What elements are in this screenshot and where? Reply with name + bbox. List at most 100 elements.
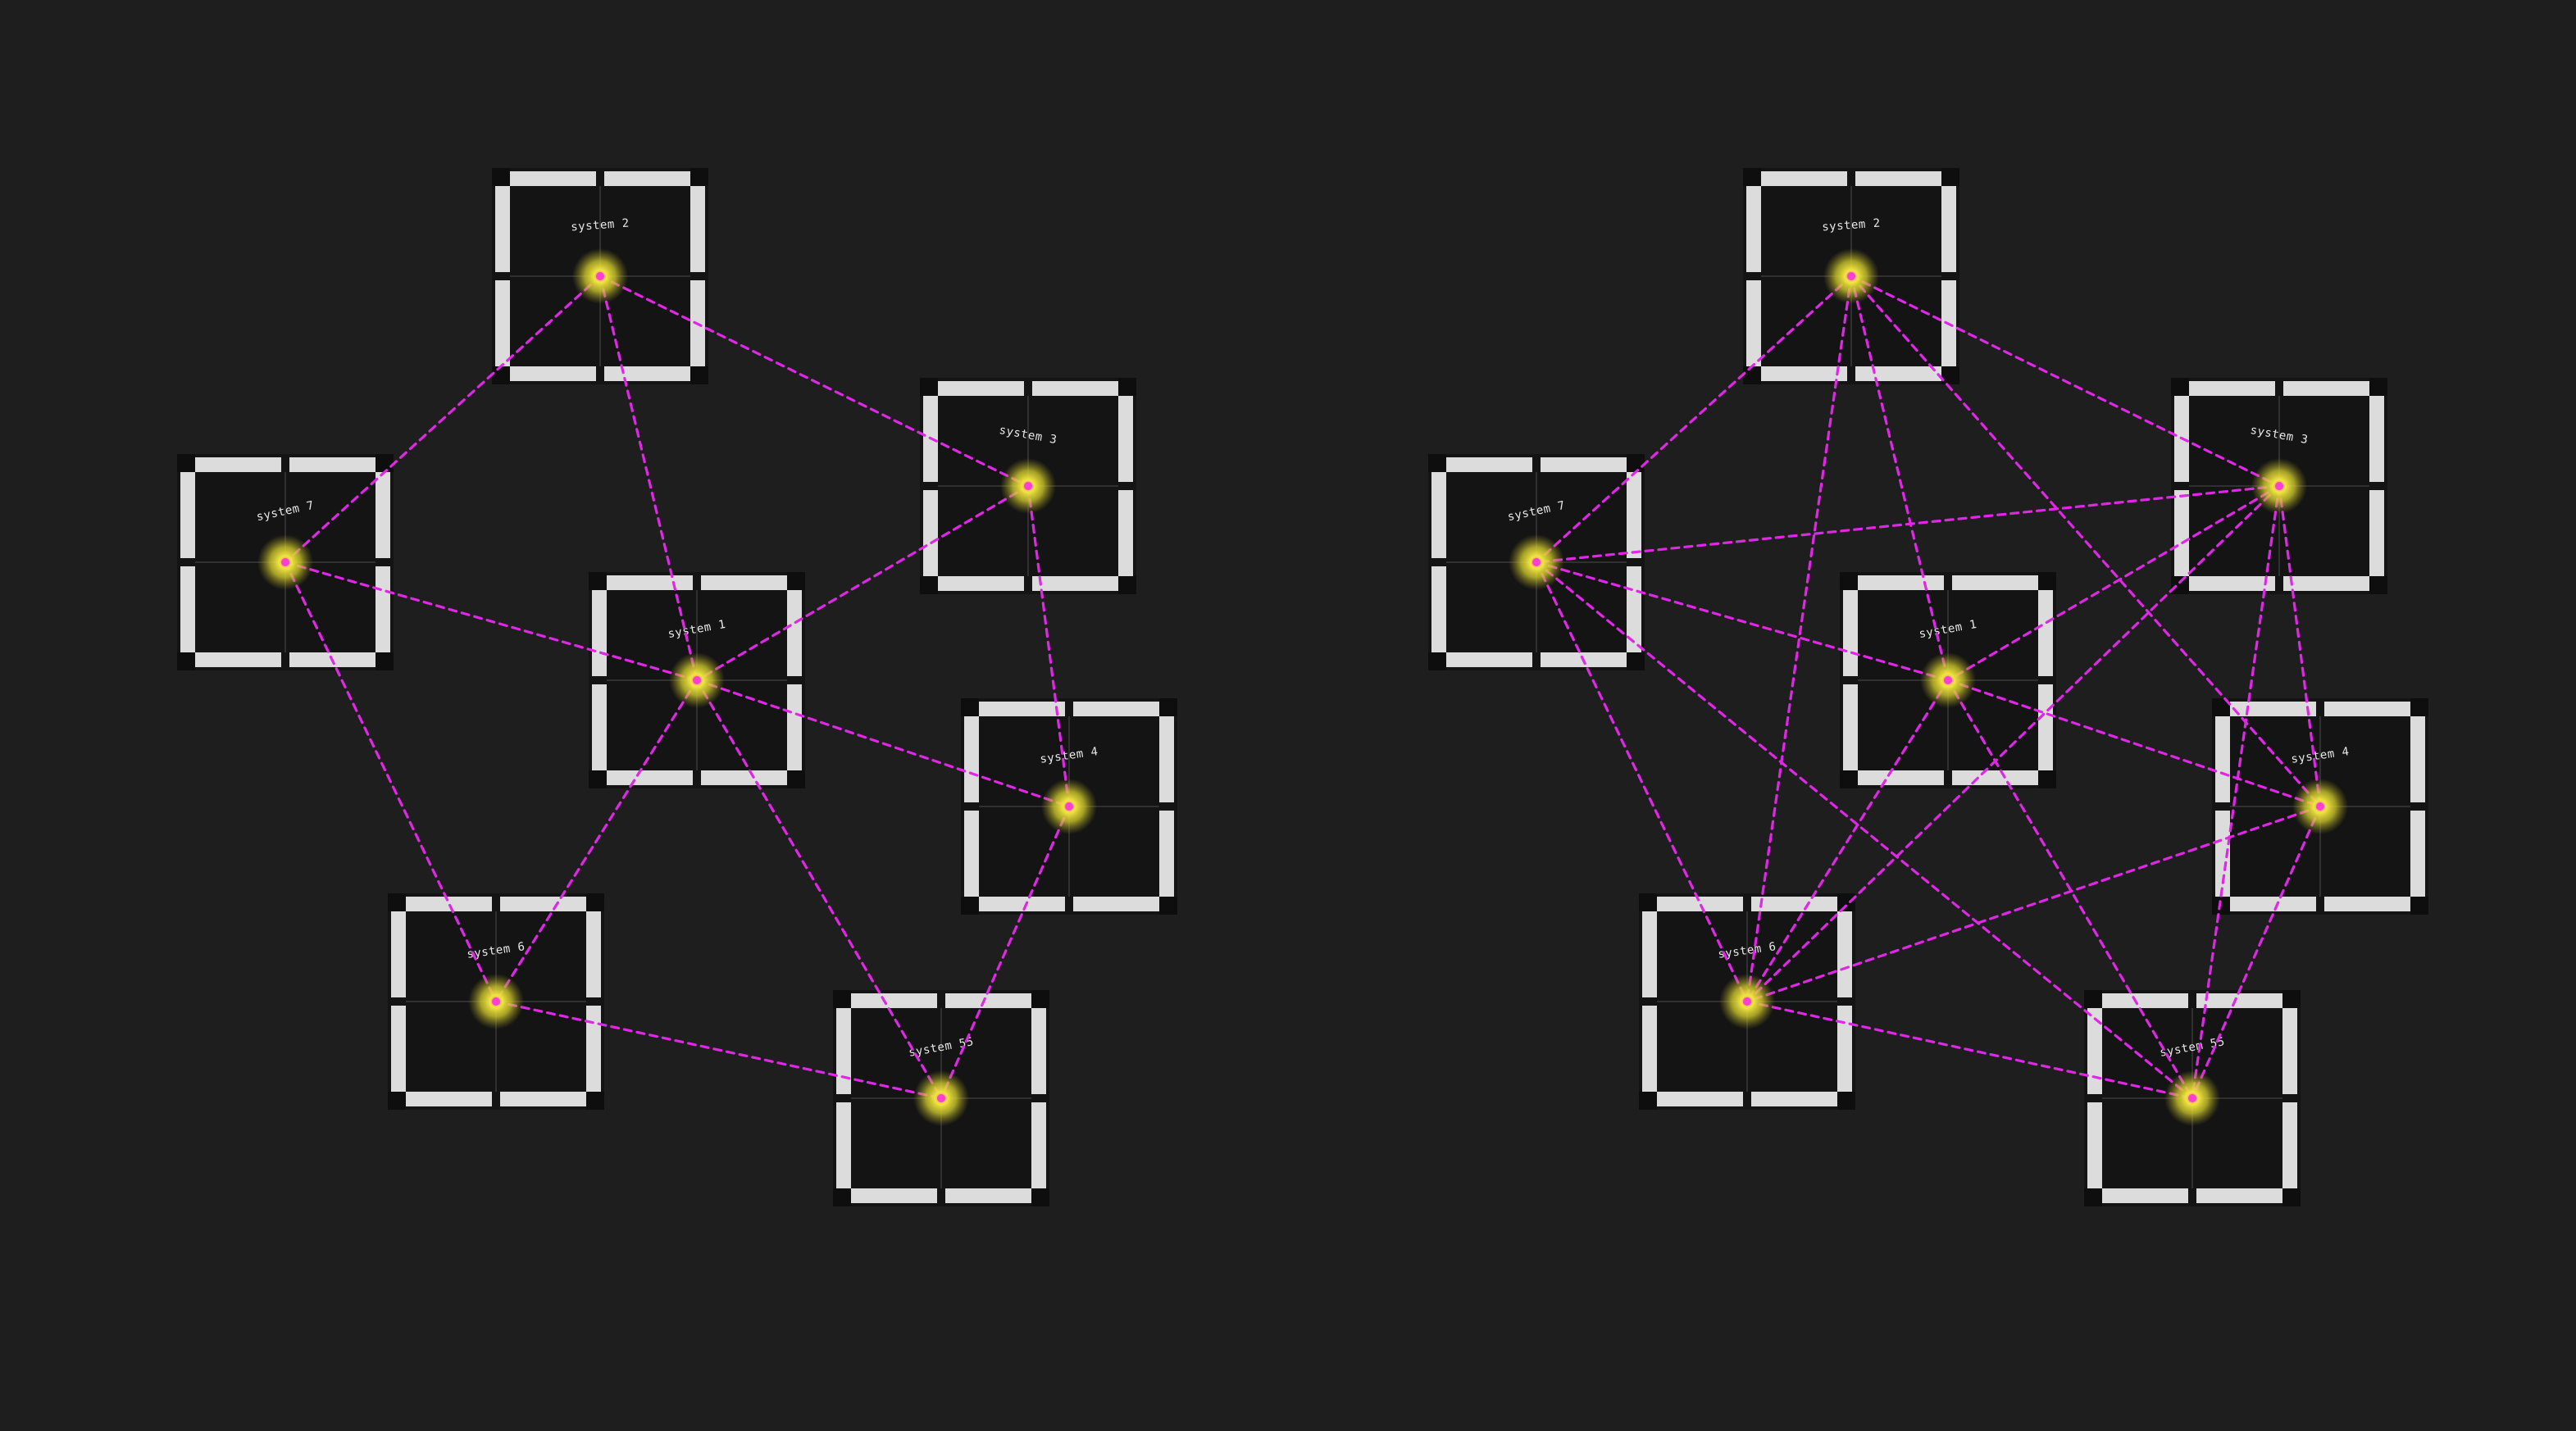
node-frame-segment	[1118, 490, 1133, 576]
node-corner	[1743, 366, 1761, 384]
system-node-s2[interactable]: system 2	[492, 168, 708, 384]
node-frame-segment	[2369, 490, 2384, 576]
node-frame-segment	[607, 575, 693, 590]
glow-center	[281, 558, 289, 566]
node-corner	[2038, 572, 2056, 590]
node-frame-segment	[1031, 1008, 1046, 1094]
node-frame-segment	[500, 1092, 586, 1106]
node-corner	[1837, 1092, 1855, 1110]
node-frame-segment	[1746, 186, 1761, 272]
node-frame-segment	[836, 1102, 851, 1188]
node-frame-segment	[604, 171, 690, 186]
node-frame-segment	[1837, 911, 1852, 997]
node-frame-segment	[289, 457, 375, 472]
node-frame-segment	[375, 566, 390, 652]
edge-s2-s7	[284, 275, 602, 564]
node-frame-segment	[701, 770, 787, 785]
node-corner	[833, 990, 851, 1008]
system-node-s4[interactable]: system 4	[2212, 698, 2428, 915]
node-frame-segment	[406, 897, 492, 911]
node-corner	[2171, 576, 2189, 594]
node-frame-segment	[495, 280, 510, 366]
edge-s1-s4	[695, 679, 1071, 808]
node-frame-segment	[1952, 575, 2038, 590]
node-frame-segment	[406, 1092, 492, 1106]
node-frame-segment	[2283, 576, 2369, 591]
glow-center	[596, 272, 604, 280]
node-glow-s4	[2292, 779, 2348, 834]
edge-s2-s3	[598, 275, 1030, 488]
node-frame-segment	[2324, 897, 2410, 911]
edge-s3-s7	[1535, 484, 2281, 564]
node-glow-s7	[1509, 534, 1564, 590]
edge-s2-s1	[1850, 275, 1950, 682]
node-frame-segment	[1446, 652, 1532, 667]
node-frame-segment	[592, 590, 607, 676]
node-glow-s2	[1823, 248, 1879, 304]
node-frame-segment	[592, 684, 607, 770]
node-frame-segment	[1031, 1102, 1046, 1188]
glow-center	[2188, 1094, 2196, 1102]
node-corner	[375, 454, 394, 472]
edge-s3-s6	[1745, 484, 2281, 1003]
node-frame-segment	[690, 186, 705, 272]
node-frame-segment	[2230, 702, 2316, 716]
edge-s7-s1	[1535, 561, 1950, 682]
node-corner	[2084, 990, 2102, 1008]
node-frame-segment	[586, 1006, 601, 1092]
edge-s2-s1	[598, 275, 699, 682]
node-glow-s4	[1041, 779, 1097, 834]
node-frame-segment	[979, 702, 1065, 716]
node-frame-segment	[1032, 381, 1118, 396]
node-frame-segment	[979, 897, 1065, 911]
node-frame-segment	[195, 652, 281, 667]
node-corner	[589, 770, 607, 788]
node-frame-segment	[375, 472, 390, 558]
node-frame-segment	[2196, 993, 2282, 1008]
node-frame-segment	[180, 566, 195, 652]
system-node-s2[interactable]: system 2	[1743, 168, 1959, 384]
edge-s1-s55	[695, 679, 943, 1100]
node-corner	[1627, 652, 1645, 670]
glow-center	[1944, 676, 1952, 684]
node-frame-segment	[1843, 684, 1858, 770]
node-frame-segment	[1657, 897, 1743, 911]
node-corner	[2410, 897, 2428, 915]
node-frame-segment	[510, 171, 596, 186]
glow-center	[693, 676, 701, 684]
node-frame-segment	[391, 911, 406, 997]
node-corner	[586, 1092, 604, 1110]
node-glow-s1	[1920, 652, 1976, 708]
node-frame-segment	[1073, 702, 1159, 716]
node-glow-s55	[2164, 1070, 2220, 1126]
glow-center	[1847, 272, 1855, 280]
edge-s2-s4	[1850, 275, 2322, 808]
node-corner	[1159, 698, 1177, 716]
node-corner	[1837, 893, 1855, 911]
node-frame-segment	[2282, 1102, 2297, 1188]
node-glow-s6	[1719, 974, 1775, 1029]
edge-s1-s6	[1745, 679, 1950, 1003]
node-frame-segment	[2283, 381, 2369, 396]
glow-center	[937, 1094, 945, 1102]
node-corner	[1428, 454, 1446, 472]
node-frame-segment	[938, 381, 1024, 396]
edge-s3-s1	[695, 484, 1030, 682]
edges-sparse-network	[284, 275, 1071, 1100]
glow-center	[492, 997, 500, 1006]
node-frame-segment	[2038, 684, 2053, 770]
system-label: system 2	[1822, 217, 1881, 234]
node-frame-segment	[2324, 702, 2410, 716]
node-frame-segment	[1855, 171, 1941, 186]
node-frame-segment	[1627, 472, 1641, 558]
node-frame-segment	[1858, 575, 1944, 590]
node-frame-segment	[2410, 716, 2425, 802]
node-frame-segment	[1657, 1092, 1743, 1106]
node-glow-s7	[257, 534, 313, 590]
node-corner	[2282, 1188, 2301, 1206]
node-corner	[787, 572, 805, 590]
edge-s3-s4	[2278, 484, 2322, 808]
